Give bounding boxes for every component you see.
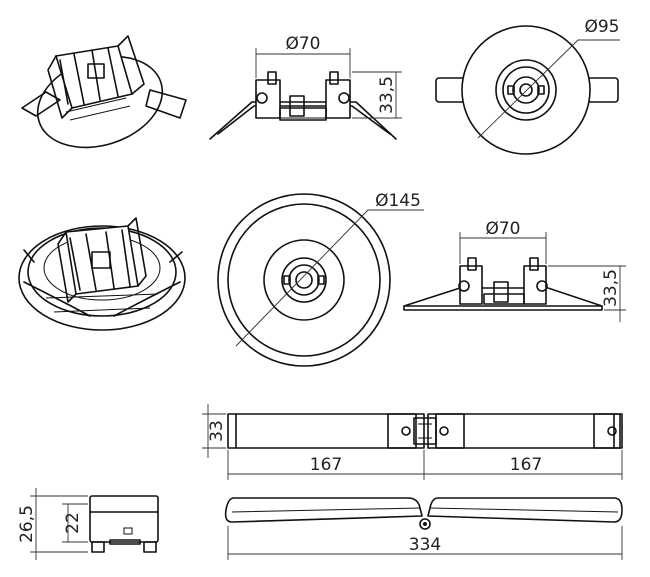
dimension-label: 22 xyxy=(63,512,83,534)
iso-view-small xyxy=(21,35,187,149)
plan-view-small xyxy=(435,25,620,155)
front-view-large-height-dimension: 33,5 xyxy=(548,265,626,322)
iso-view-large xyxy=(18,217,186,331)
dimension-label: 26,5 xyxy=(17,505,37,543)
dimension-label: Ø145 xyxy=(375,191,421,211)
bar-length-dimensions: 167 167 xyxy=(227,450,623,480)
dimension-label: 167 xyxy=(510,455,542,475)
dimension-label: Ø70 xyxy=(485,219,520,239)
front-view-large-width-dimension: Ø70 xyxy=(459,219,547,264)
front-view-small-height-dimension: 33,5 xyxy=(352,71,402,119)
dimension-label: Ø70 xyxy=(285,34,320,54)
front-view-small xyxy=(209,71,397,140)
bar-total-length-dimension: 334 xyxy=(227,526,623,560)
dimension-label: 167 xyxy=(310,455,342,475)
dimension-label: 334 xyxy=(409,535,441,555)
dimension-label: 33,5 xyxy=(601,269,621,307)
dimension-label: 33 xyxy=(207,420,227,442)
dimension-label: Ø95 xyxy=(584,17,619,37)
plan-view-large xyxy=(217,193,424,367)
box-height-dimensions: 26,5 22 xyxy=(17,488,88,560)
front-view-large xyxy=(403,257,603,311)
front-view-small-width-dimension: Ø70 xyxy=(255,34,351,78)
bar-height-dimension: 33 xyxy=(202,404,227,458)
bar-top-view xyxy=(227,413,623,449)
bar-side-view xyxy=(224,497,623,530)
dimension-label: 33,5 xyxy=(377,76,397,114)
box-side-view xyxy=(89,495,159,553)
